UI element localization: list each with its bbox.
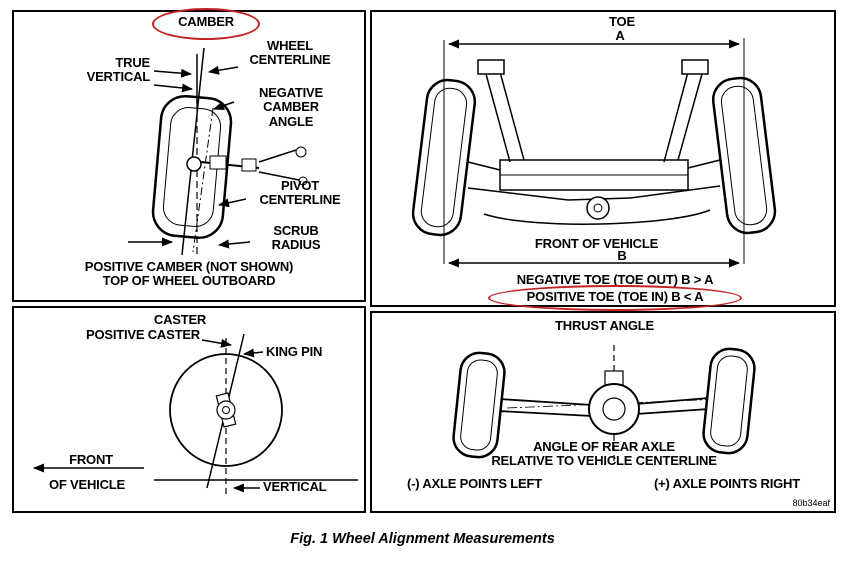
toe-negative-note: NEGATIVE TOE (TOE OUT) B > A	[516, 272, 714, 287]
positive-caster-label: POSITIVE CASTER	[85, 327, 200, 342]
wheel-centerline-label: WHEEL CENTERLINE	[249, 38, 331, 68]
caster-callout-arrows	[33, 338, 264, 493]
camber-drawing	[128, 47, 308, 256]
thrust-drawing	[452, 345, 756, 465]
negative-camber-angle-label: NEGATIVE CAMBER ANGLE	[259, 85, 323, 129]
toe-dimension-b: B	[617, 248, 627, 263]
thrust-title: THRUST ANGLE	[555, 318, 654, 333]
caster-front-label: FRONT	[69, 452, 113, 467]
camber-reference-lines	[181, 47, 214, 256]
toe-reference-lines	[443, 38, 745, 264]
scrub-radius-label: SCRUB RADIUS	[271, 223, 321, 253]
caster-of-vehicle-label: OF VEHICLE	[48, 477, 125, 492]
camber-panel: CAMBER WHEEL CENTERLINE TRUE VERTICAL NE…	[12, 8, 366, 302]
caster-hub-sketch	[215, 392, 237, 428]
thrust-left-tire	[452, 351, 506, 459]
axle-points-right-label: (+) AXLE POINTS RIGHT	[654, 476, 800, 491]
toe-drawing	[411, 38, 777, 268]
caster-vertical-label: VERTICAL	[263, 479, 327, 494]
caster-title: CASTER	[153, 312, 207, 327]
toe-front-of-vehicle-label: FRONT OF VEHICLE	[534, 236, 659, 251]
toe-suspension-sketch	[467, 59, 721, 225]
figure-code: 80b34eaf	[792, 498, 830, 508]
toe-positive-note: POSITIVE TOE (TOE IN) B < A	[526, 289, 704, 304]
toe-title: TOE	[609, 14, 635, 29]
true-vertical-label: TRUE VERTICAL	[86, 55, 151, 85]
caster-panel: CASTER POSITIVE CASTER KING PIN FRONT OF…	[12, 306, 366, 513]
toe-dimension-arrows	[448, 39, 740, 268]
rear-axle-sketch	[498, 370, 723, 435]
axle-points-left-label: (-) AXLE POINTS LEFT	[407, 476, 542, 491]
pivot-centerline-label: PIVOT CENTERLINE	[259, 178, 341, 208]
caster-drawing	[33, 333, 358, 496]
figure-caption: Fig. 1 Wheel Alignment Measurements	[290, 531, 555, 547]
camber-callout-arrows	[128, 65, 251, 249]
thrust-angle-panel: THRUST ANGLE ANGLE OF REAR AXLE RELATIVE…	[370, 311, 836, 513]
thrust-note: ANGLE OF REAR AXLE RELATIVE TO VEHICLE C…	[491, 439, 717, 469]
toe-panel: TOE A FRONT OF VEHICLE B NEGATIVE TOE (T…	[370, 10, 836, 311]
toe-dimension-a: A	[615, 28, 625, 43]
king-pin-label: KING PIN	[266, 344, 323, 359]
thrust-right-tire	[702, 347, 756, 455]
camber-hub-sketch	[186, 146, 308, 186]
camber-title: CAMBER	[178, 14, 234, 29]
camber-note: POSITIVE CAMBER (NOT SHOWN) TOP OF WHEEL…	[84, 259, 294, 289]
